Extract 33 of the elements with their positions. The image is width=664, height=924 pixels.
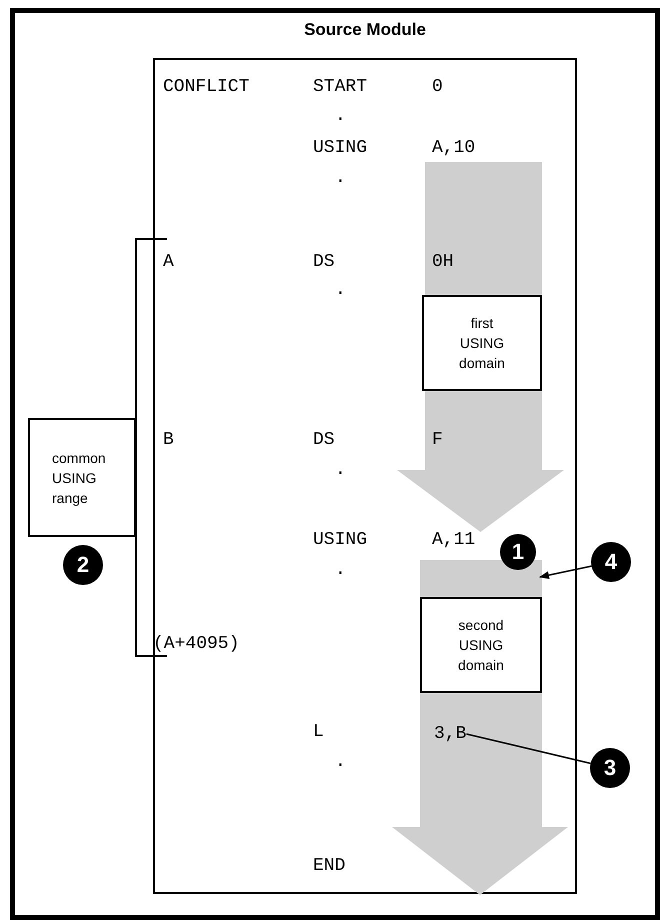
code-text: USING xyxy=(313,138,368,158)
leader-line xyxy=(466,733,591,764)
code-text: B xyxy=(163,430,174,450)
code-text: A xyxy=(163,252,174,272)
domain-box: first USING domain xyxy=(422,295,542,391)
callout-number: 4 xyxy=(591,542,631,582)
code-text: CONFLICT xyxy=(163,77,250,97)
code-text: 3,B xyxy=(434,724,466,744)
ellipsis-dot: . xyxy=(335,280,346,300)
code-text: START xyxy=(313,77,368,97)
code-text: 0 xyxy=(432,77,443,97)
ellipsis-dot: . xyxy=(335,168,346,188)
callout-number: 2 xyxy=(63,545,103,585)
code-text: DS xyxy=(313,430,335,450)
range-box: common USING range xyxy=(28,418,136,537)
callout-number: 1 xyxy=(500,534,536,570)
arrow xyxy=(539,565,592,580)
callout-number: 3 xyxy=(590,748,630,788)
ellipsis-dot: . xyxy=(335,560,346,580)
ellipsis-dot: . xyxy=(335,106,346,126)
code-text: L xyxy=(313,722,324,742)
ellipsis-dot: . xyxy=(335,460,346,480)
code-text: A,11 xyxy=(432,530,476,550)
panel-title: Source Module xyxy=(303,20,427,40)
code-text: END xyxy=(313,856,346,876)
code-text: 0H xyxy=(432,252,454,272)
code-text: (A+4095) xyxy=(153,634,240,654)
domain-box: second USING domain xyxy=(420,597,542,693)
ellipsis-dot: . xyxy=(335,752,346,772)
code-text: F xyxy=(432,430,443,450)
code-text: DS xyxy=(313,252,335,272)
code-text: A,10 xyxy=(432,138,476,158)
code-text: USING xyxy=(313,530,368,550)
